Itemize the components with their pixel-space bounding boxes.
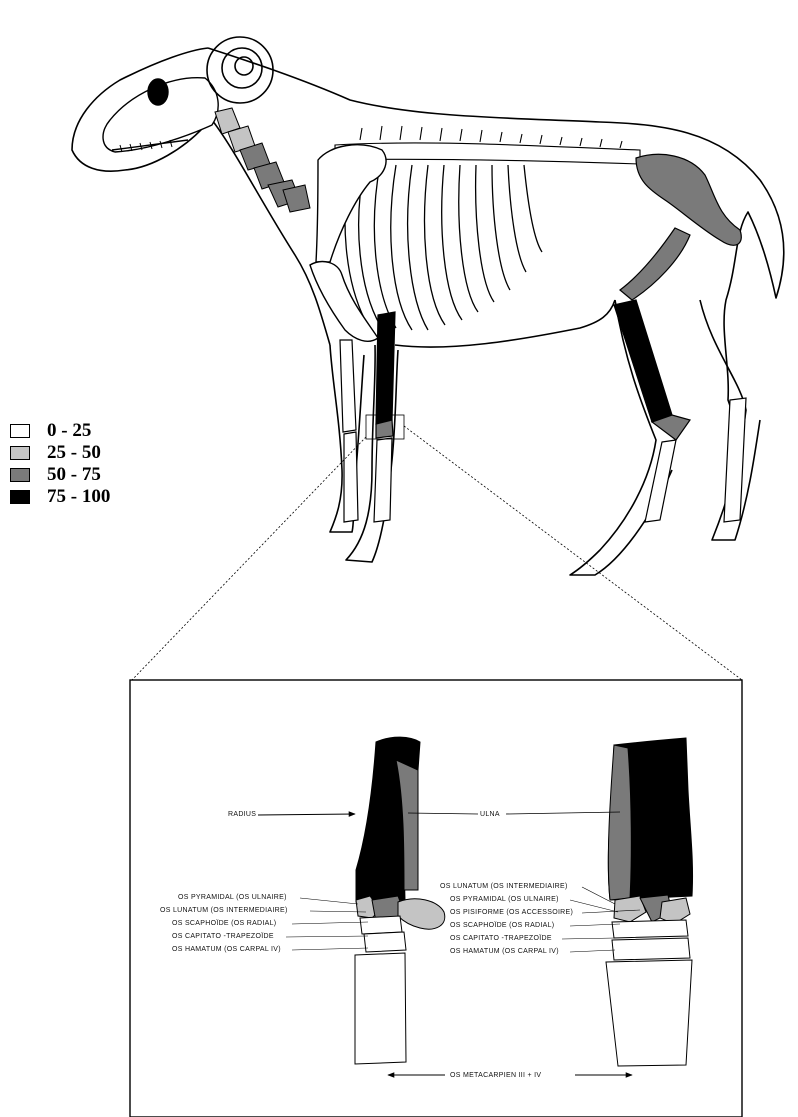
legend-label: 50 - 75	[47, 464, 101, 486]
label-l-pyramidal: OS PYRAMIDAL (OS ULNAIRE)	[178, 894, 287, 901]
label-l-capitato: OS CAPITATO -TRAPEZOÏDE	[172, 932, 274, 940]
legend-item: 25 - 50	[10, 442, 160, 464]
legend-label: 25 - 50	[47, 442, 101, 464]
label-ulna: ULNA	[480, 811, 500, 818]
legend-swatch	[10, 446, 30, 460]
label-l-lunatum: OS LUNATUM (OS INTERMEDIAIRE)	[160, 907, 288, 914]
legend-label: 0 - 25	[47, 420, 91, 442]
label-r-lunatum: OS LUNATUM (OS INTERMEDIAIRE)	[440, 883, 568, 890]
legend-swatch	[10, 424, 30, 438]
label-r-pisiforme: OS PISIFORME (OS ACCESSOIRE)	[450, 909, 573, 916]
hind-leg-bones	[614, 154, 746, 522]
legend-label: 75 - 100	[47, 486, 110, 508]
cervical-vertebrae	[215, 108, 310, 212]
label-l-hamatum: OS HAMATUM (OS CARPAL IV)	[172, 946, 281, 953]
label-l-scaphoide: OS SCAPHOÏDE (OS RADIAL)	[172, 919, 276, 927]
skull	[103, 78, 218, 152]
legend-item: 75 - 100	[10, 486, 160, 508]
horn	[207, 37, 273, 103]
detail-right-limb	[606, 738, 693, 1066]
label-r-scaphoide: OS SCAPHOÏDE (OS RADIAL)	[450, 921, 554, 929]
legend-item: 0 - 25	[10, 420, 160, 442]
legend-item: 50 - 75	[10, 464, 160, 486]
label-radius: RADIUS	[228, 811, 256, 818]
label-r-capitato: OS CAPITATO -TRAPEZOÏDE	[450, 934, 552, 942]
label-r-pyramidal: OS PYRAMIDAL (OS ULNAIRE)	[450, 896, 559, 903]
legend-swatch	[10, 490, 30, 504]
label-metacarpien: OS METACARPIEN III + IV	[450, 1072, 541, 1079]
label-r-hamatum: OS HAMATUM (OS CARPAL IV)	[450, 948, 559, 955]
legend-swatch	[10, 468, 30, 482]
ribs	[345, 165, 542, 330]
legend: 0 - 25 25 - 50 50 - 75 75 - 100	[10, 420, 160, 508]
front-leg-bones	[340, 312, 395, 522]
